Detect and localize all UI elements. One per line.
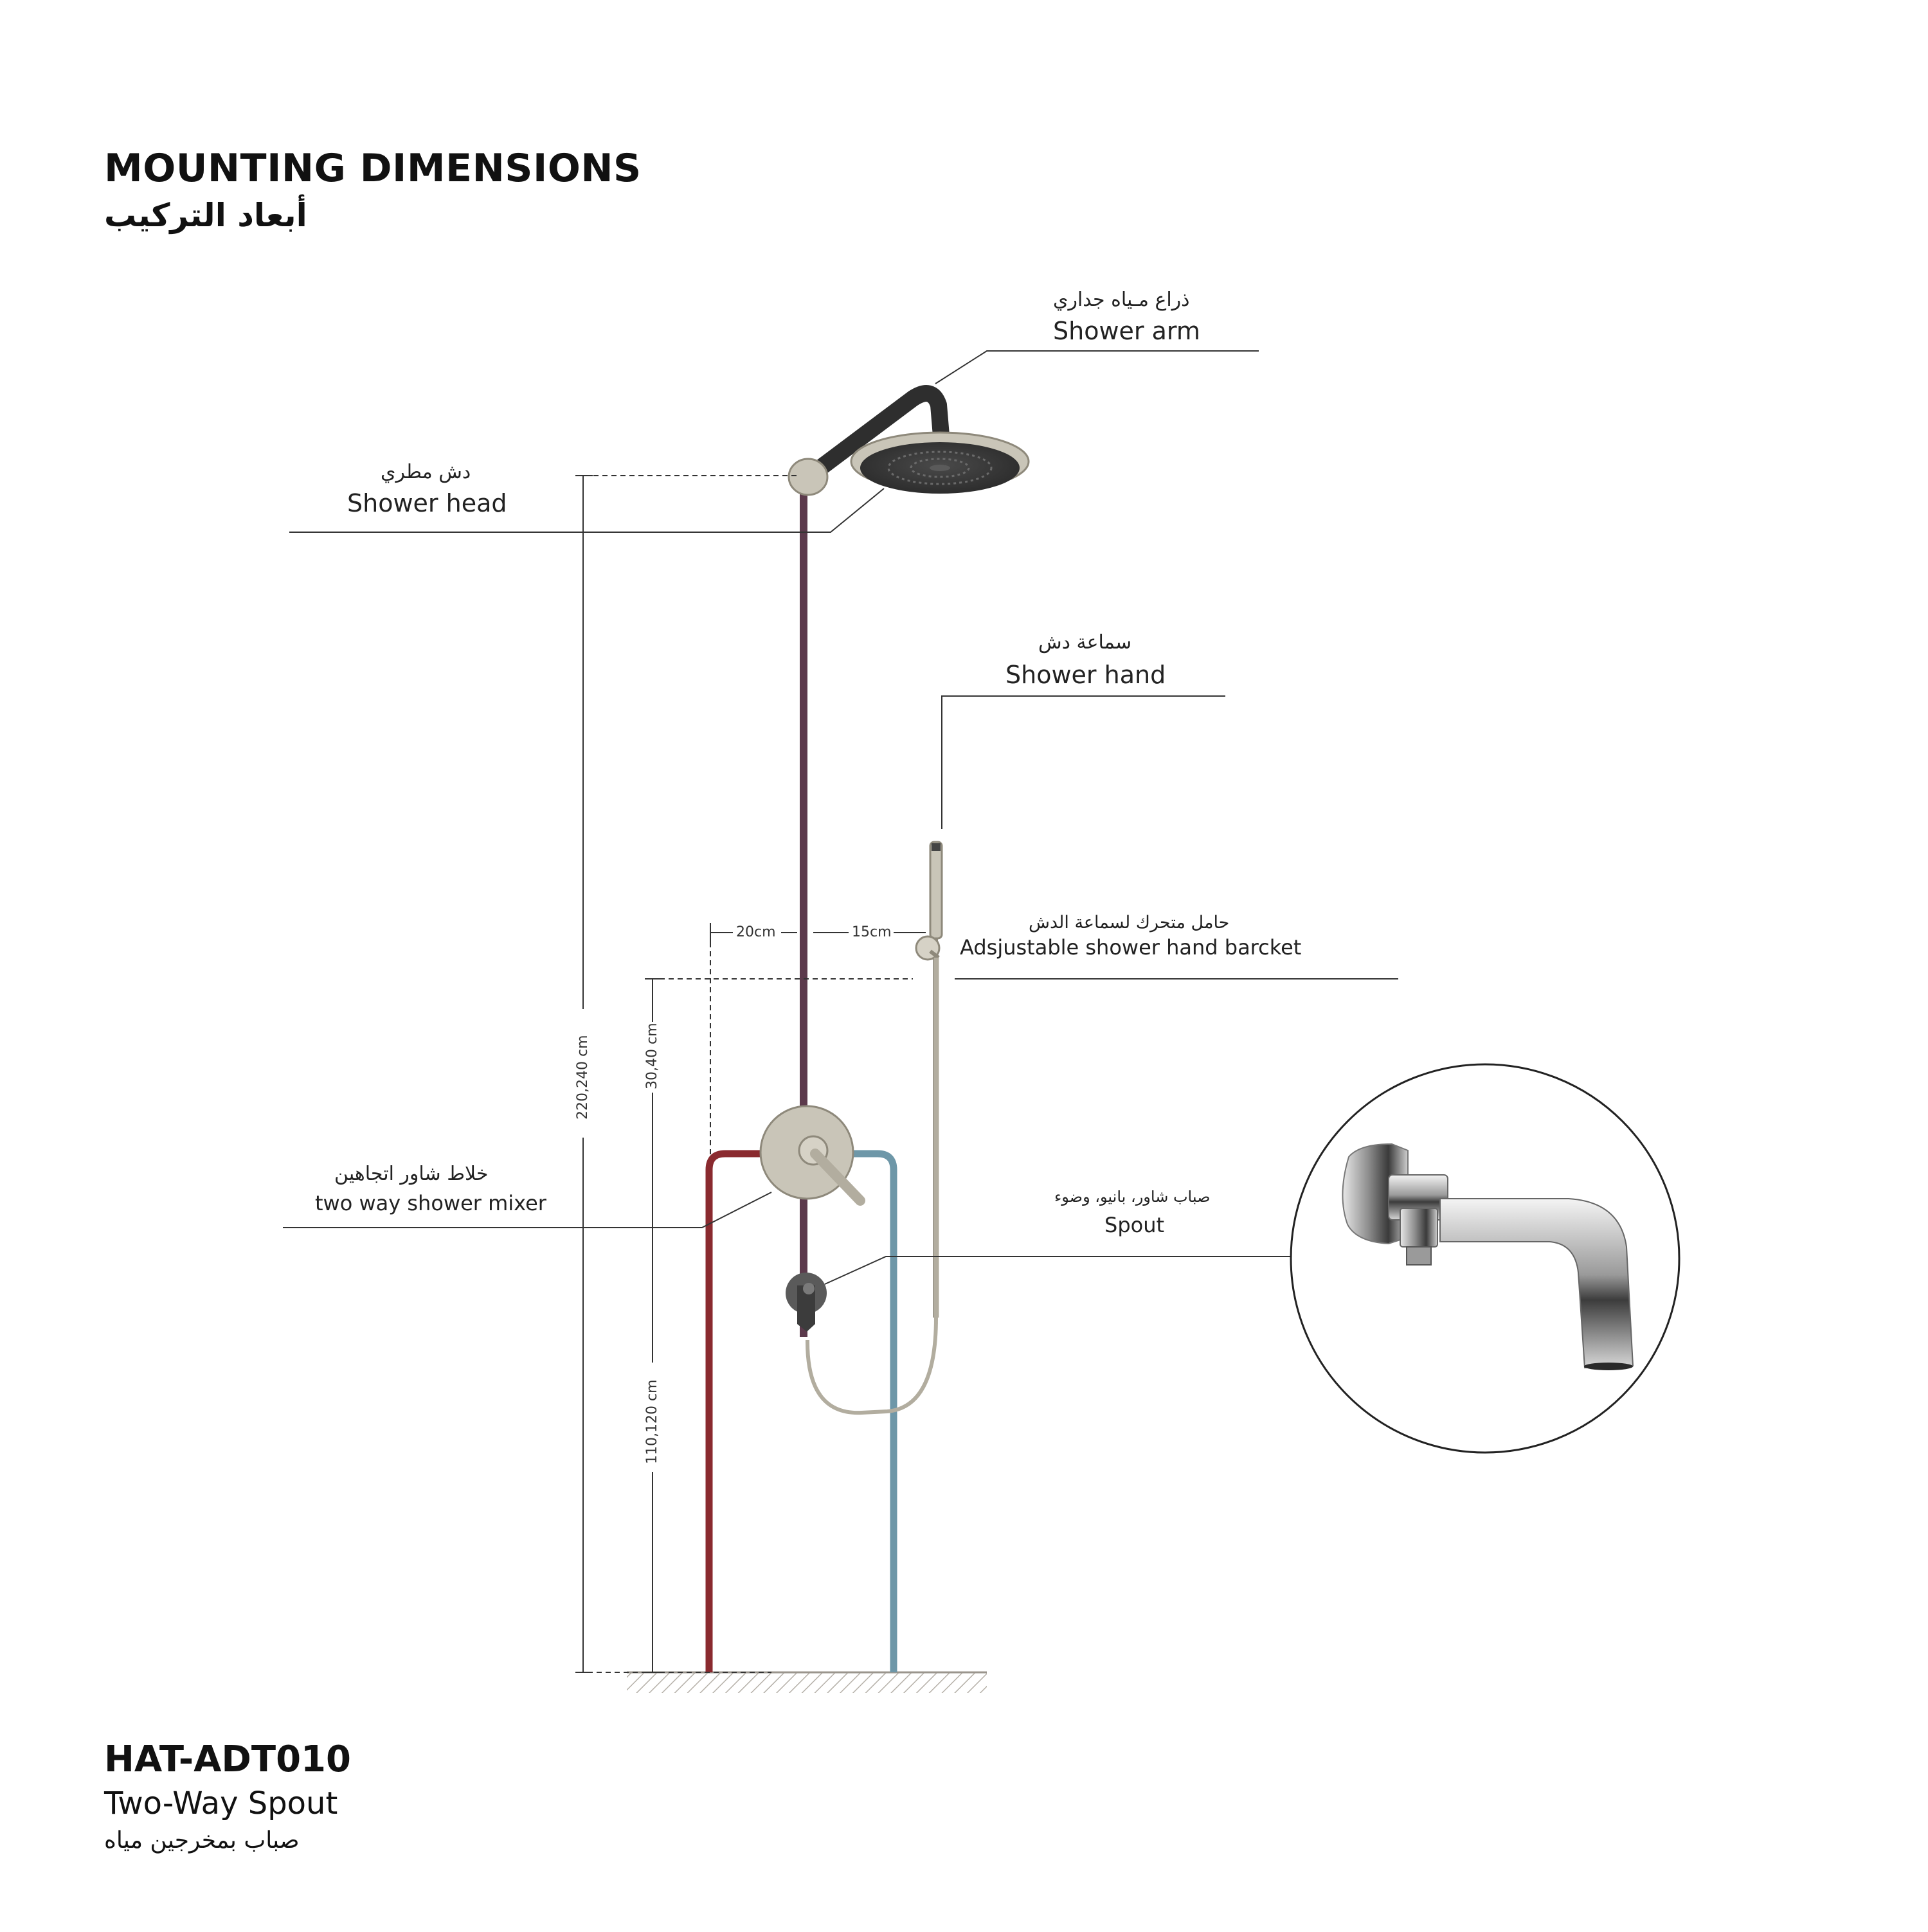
dimension-gap-left: 20cm [736,924,776,940]
spout-detail [1290,1063,1680,1454]
hot-water-pipe [705,1150,771,1672]
page-title: MOUNTING DIMENSIONS [104,146,642,191]
spout-label: Spout [1104,1213,1165,1237]
shower-hand-label: Shower hand [1005,661,1166,689]
hand-bracket-label-ar: حامل متحرك لسماعة الدش [1029,913,1230,933]
dimension-mixer-to-bracket: 30,40 cm [644,1023,660,1089]
dimension-total-height: 220,240 cm [575,1035,591,1120]
hand-bracket [915,935,941,961]
shower-hand-label-ar: سماعة دش [1038,631,1132,654]
shower-head-label-ar: دش مطري [381,461,471,483]
product-name: Two-Way Spout [104,1785,338,1821]
spout-label-ar: صباب شاور، بانيو، وضوء [1054,1188,1211,1206]
shower-arm-label-ar: ذراع مـياه جداري [1053,289,1190,311]
diverter-valve [786,1273,827,1332]
shower-arm-label: Shower arm [1053,317,1200,345]
slide-rail [933,958,939,1318]
page-title-arabic: أبعاد التركيب [104,197,307,234]
dimension-lines [575,475,926,1673]
product-name-arabic: صباب بمخرجين مياه [104,1827,300,1854]
dimension-floor-to-mixer: 110,120 cm [644,1379,660,1465]
hand-bracket-label: Adsjustable shower hand barcket [960,935,1302,960]
shower-mixer [759,1105,865,1206]
product-code: HAT-ADT010 [104,1739,351,1780]
leader-lines [283,350,1398,1285]
shower-head-label: Shower head [347,489,507,517]
mixer-label: two way shower mixer [315,1191,546,1215]
shower-hose [805,1317,938,1415]
shower-arm [788,385,950,496]
dimension-gap-right: 15cm [852,924,892,940]
floor [627,1671,987,1693]
dimension-guides [575,475,913,1673]
mixer-label-ar: خلاط شاور اتجاهين [334,1163,489,1185]
shower-head [850,431,1030,494]
cold-water-pipe [836,1150,897,1672]
